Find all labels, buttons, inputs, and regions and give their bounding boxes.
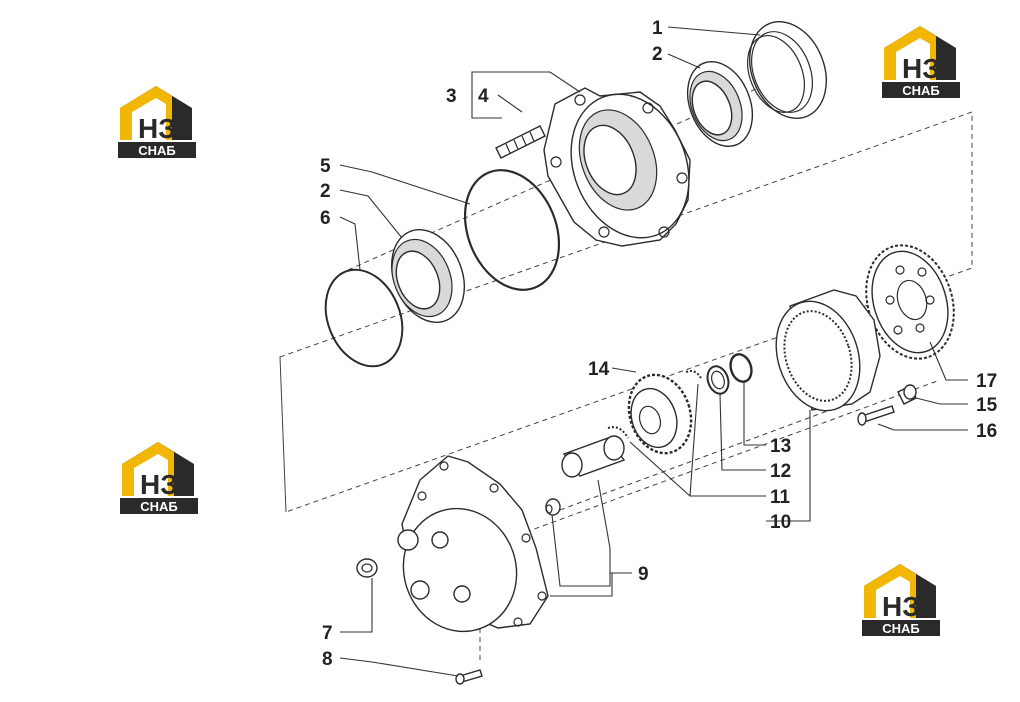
callout-14: 14 bbox=[588, 359, 610, 380]
part-5-o-ring bbox=[463, 169, 561, 291]
logo-letters: НЗ bbox=[140, 469, 178, 500]
part-9-plug bbox=[545, 498, 561, 516]
logo-top-left: НЗ СНАБ bbox=[118, 86, 196, 158]
callout-9: 9 bbox=[638, 564, 649, 585]
logo-word: СНАБ bbox=[138, 143, 176, 158]
callout-5: 5 bbox=[320, 156, 331, 177]
part-3-hub-carrier bbox=[543, 87, 691, 247]
callout-1: 1 bbox=[652, 18, 663, 39]
callout-6: 6 bbox=[320, 208, 331, 229]
callout-13: 13 bbox=[770, 436, 791, 457]
part-8-screw bbox=[455, 669, 483, 685]
leader-lines bbox=[339, 26, 968, 677]
callout-2-top: 2 bbox=[652, 44, 663, 65]
callout-numbers: 1 2 3 4 5 2 6 14 17 15 16 13 12 11 10 9 … bbox=[320, 18, 998, 670]
logo-word: СНАБ bbox=[902, 83, 940, 98]
part-9-pin bbox=[561, 435, 626, 478]
part-15-bushing bbox=[897, 384, 917, 405]
cover-housing bbox=[397, 455, 549, 633]
logo-top-right: НЗ СНАБ bbox=[882, 26, 960, 98]
callout-7: 7 bbox=[322, 623, 333, 644]
callout-10: 10 bbox=[770, 512, 791, 533]
part-17-gear-plate bbox=[865, 244, 955, 360]
part-12-washer bbox=[706, 365, 730, 395]
part-14-sun-gear bbox=[627, 373, 693, 455]
logo-word: СНАБ bbox=[140, 499, 178, 514]
callout-4: 4 bbox=[478, 86, 489, 107]
part-16-bolt bbox=[857, 405, 895, 426]
part-2-bearing-left bbox=[391, 229, 465, 323]
callout-11: 11 bbox=[770, 487, 791, 508]
part-7-drain-plug bbox=[356, 558, 378, 578]
part-13-snap-ring bbox=[729, 353, 753, 383]
logo-bottom-right: НЗ СНАБ bbox=[862, 564, 940, 636]
part-11-retaining-rings bbox=[607, 370, 703, 439]
callout-15: 15 bbox=[976, 395, 998, 416]
part-6-snap-ring bbox=[324, 268, 404, 368]
logo-letters: НЗ bbox=[902, 53, 940, 84]
logo-letters: НЗ bbox=[882, 591, 920, 622]
logo-middle-left: НЗ СНАБ bbox=[120, 442, 198, 514]
callout-3: 3 bbox=[446, 86, 457, 107]
callout-17: 17 bbox=[976, 371, 997, 392]
part-1-bearing-cup bbox=[747, 21, 827, 119]
callout-2-left: 2 bbox=[320, 181, 331, 202]
logo-letters: НЗ bbox=[138, 113, 176, 144]
logo-word: СНАБ bbox=[882, 621, 920, 636]
part-2-bearing-top bbox=[686, 60, 754, 148]
callout-8: 8 bbox=[322, 649, 333, 670]
callout-12: 12 bbox=[770, 461, 791, 482]
part-10-ring-gear bbox=[775, 289, 881, 412]
part-4-stud bbox=[495, 125, 546, 159]
callout-16: 16 bbox=[976, 421, 997, 442]
